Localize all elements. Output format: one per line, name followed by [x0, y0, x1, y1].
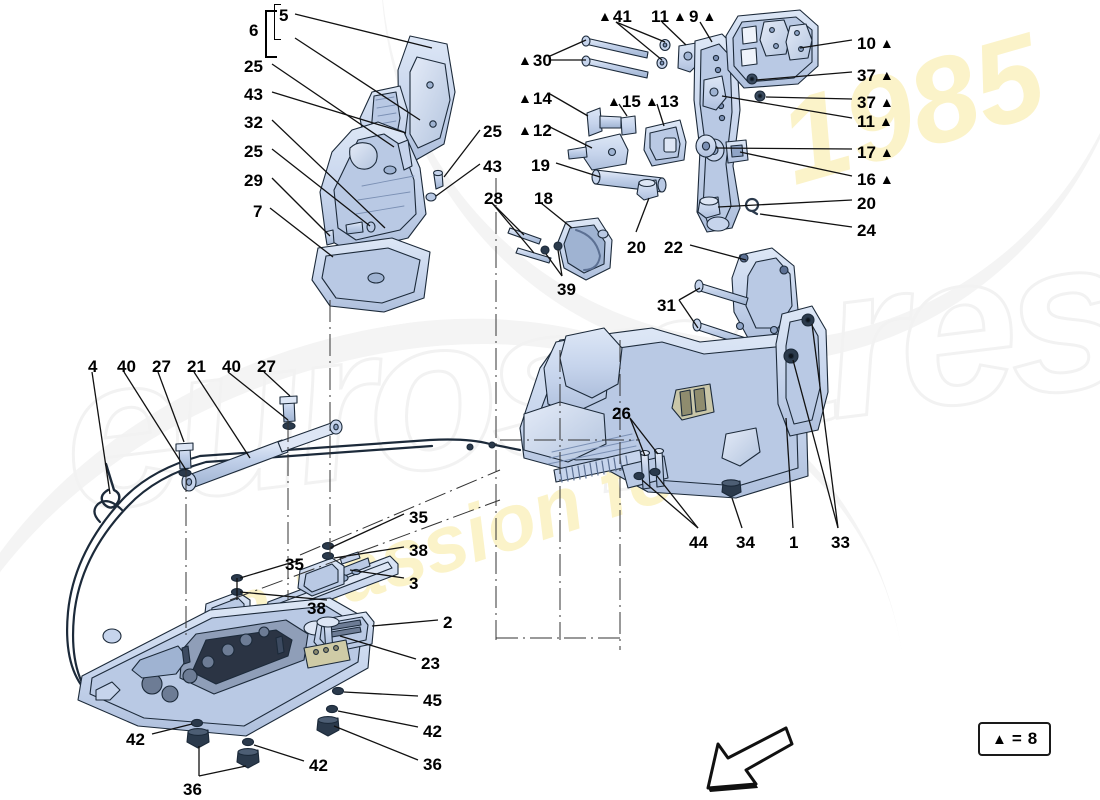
callout-7: 7 [253, 202, 263, 221]
callout-40: 40 [222, 357, 241, 376]
part-footrest-plate [311, 237, 431, 313]
part-seat-base-assembly [77, 597, 373, 737]
callout-25: 25 [244, 142, 263, 161]
part-block-13 [643, 119, 687, 167]
legend-equals: = [1011, 729, 1022, 748]
callout-9: 9 [689, 8, 716, 25]
part-bolts-30 [581, 35, 649, 79]
callout-38: 38 [307, 599, 326, 618]
callout-19: 19 [531, 156, 550, 175]
callout-40: 40 [117, 357, 136, 376]
callout-37: 37 [857, 67, 894, 84]
callout-1: 1 [789, 533, 799, 552]
part-washers-44 [633, 467, 661, 481]
callout-36: 36 [183, 780, 202, 799]
part-pins-28 [507, 227, 552, 264]
leader-lines [91, 13, 853, 777]
callout-22: 22 [664, 238, 683, 257]
part-wiring-harness [66, 438, 522, 708]
bracket-label-6: 6 [249, 21, 259, 40]
callout-30: 30 [518, 52, 552, 69]
part-bush-20-lower [697, 196, 721, 219]
callout-34: 34 [736, 533, 755, 552]
callout-36: 36 [423, 755, 442, 774]
bracket-label-5: 5 [279, 6, 289, 25]
callout-25: 25 [244, 57, 263, 76]
bracket-shape-6 [265, 10, 277, 58]
part-retainer-16 [725, 139, 749, 164]
callout-11: 11 [857, 113, 893, 130]
callout-13: 13 [645, 93, 679, 110]
callout-23: 23 [421, 654, 440, 673]
part-switch-14 [586, 107, 622, 137]
part-nuts-37 [746, 73, 766, 102]
callout-35: 35 [409, 508, 428, 527]
part-nut-34 [721, 479, 742, 498]
part-seat-cushion-frame-1 [519, 305, 829, 499]
callout-31: 31 [657, 296, 676, 315]
callout-37: 37 [857, 94, 894, 111]
callout-27: 27 [152, 357, 171, 376]
part-latch-assembly-18 [557, 217, 613, 281]
callout-20: 20 [857, 194, 876, 213]
callout-10: 10 [857, 35, 894, 52]
part-bolt-23 [303, 616, 351, 669]
bracket-shape-5 [274, 4, 281, 40]
callout-4: 4 [88, 357, 98, 376]
callout-42: 42 [126, 730, 145, 749]
legend-value: 8 [1027, 729, 1038, 748]
callout-43: 43 [483, 157, 502, 176]
view-direction-arrow [706, 726, 794, 792]
callout-11: 11 [651, 8, 687, 25]
callout-32: 32 [244, 113, 263, 132]
part-pedal-pad-carrier-10 [725, 9, 819, 89]
callout-43: 43 [244, 85, 263, 104]
part-bush-20 [636, 178, 659, 201]
callout-28: 28 [484, 189, 503, 208]
part-clip-24 [744, 197, 760, 216]
callout-2: 2 [443, 613, 453, 632]
callout-39: 39 [557, 280, 576, 299]
fasteners-bottom-left [186, 718, 260, 769]
callout-25: 25 [483, 122, 502, 141]
fasteners-bottom-right [316, 686, 345, 737]
part-spacer-15 [620, 115, 637, 136]
callout-33: 33 [831, 533, 850, 552]
callout-15: 15 [607, 93, 641, 110]
part-cable-tie-4 [100, 462, 121, 509]
part-bolts-27 [175, 395, 298, 477]
callout-12: 12 [518, 122, 552, 139]
callout-26: 26 [612, 404, 631, 423]
callout-3: 3 [409, 574, 419, 593]
part-washer-17 [695, 134, 717, 158]
part-accelerator-pedal-pad [397, 35, 456, 161]
callout-44: 44 [689, 533, 708, 552]
part-screws-39 [540, 241, 563, 255]
callout-41: 41 [598, 8, 632, 25]
callout-42: 42 [423, 722, 442, 741]
part-screws-26 [639, 447, 665, 490]
callout-45: 45 [423, 691, 442, 710]
callout-27: 27 [257, 357, 276, 376]
callout-17: 17 [857, 144, 894, 161]
callout-38: 38 [409, 541, 428, 560]
assembly-axis-lines [185, 178, 640, 650]
callout-16: 16 [857, 171, 894, 188]
callout-29: 29 [244, 171, 263, 190]
legend-triangle-equals-8: ▲ = 8 [978, 722, 1052, 756]
callout-21: 21 [187, 357, 206, 376]
callout-35: 35 [285, 555, 304, 574]
part-washers-41 [656, 38, 671, 70]
callout-20: 20 [627, 238, 646, 257]
callout-24: 24 [857, 221, 876, 240]
callout-42: 42 [309, 756, 328, 775]
fastener-group-pedal-right [425, 169, 444, 202]
callout-14: 14 [518, 90, 552, 107]
callout-18: 18 [534, 189, 553, 208]
part-clevis-12 [567, 133, 629, 171]
triangle-icon: ▲ [992, 730, 1007, 748]
part-pedal-bracket-assembly [319, 121, 427, 253]
part-bushing-11-lower [702, 75, 727, 111]
